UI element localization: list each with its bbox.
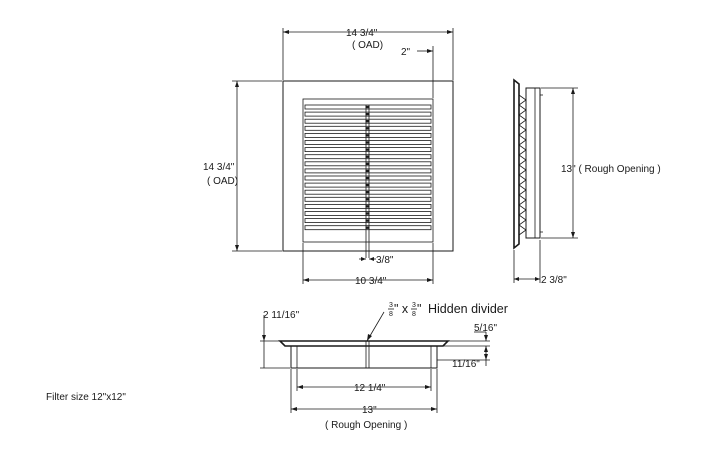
divider-close-quote: " — [417, 302, 421, 316]
dim-louver-width: 10 3/4" — [302, 243, 434, 287]
hidden-divider-callout: 3 8 " x 3 8 " Hidden divider — [366, 302, 508, 342]
section-rough-width-label: 13" — [362, 405, 377, 416]
dim-side-rough-opening: 13" ( Rough Opening ) — [541, 87, 661, 239]
section-body — [290, 345, 438, 369]
slat-divider-mark — [365, 169, 370, 173]
slat-divider-mark — [365, 112, 370, 116]
section-rough-note: ( Rough Opening ) — [325, 420, 407, 431]
dim-flange-depth: 11/16" — [437, 346, 490, 370]
section-flange — [278, 340, 450, 347]
side-depth-label: 2 3/8" — [541, 275, 567, 286]
front-outer-frame — [282, 80, 454, 252]
dim-section-rough-width: 13" ( Rough Opening ) — [290, 369, 438, 431]
divider-frac-den-1: 8 — [389, 311, 393, 318]
slat-divider-mark — [365, 191, 370, 194]
front-inner-border — [302, 98, 434, 243]
slat-divider-mark — [365, 134, 370, 137]
side-sleeve — [525, 87, 541, 239]
dim-center-bar: 3/8" — [359, 255, 394, 266]
front-view — [282, 80, 454, 258]
slat-divider-mark — [365, 155, 370, 158]
slat-divider-mark — [365, 176, 370, 180]
dim-border-width: 2" — [401, 46, 434, 98]
divider-frac-num-1: 3 — [389, 302, 393, 309]
flange-depth-label: 11/16" — [452, 359, 480, 370]
side-louvers — [518, 94, 527, 236]
slat-divider-mark — [365, 212, 370, 215]
overall-width-note: ( OAD) — [352, 40, 383, 51]
side-rough-opening-label: 13" ( Rough Opening ) — [561, 164, 661, 175]
slat-divider-mark — [365, 198, 370, 201]
slat-divider-mark — [365, 127, 370, 130]
dim-inner-width: 12 1/4" — [296, 369, 432, 394]
overall-height-label: 14 3/4" — [203, 162, 235, 173]
dim-side-depth: 2 3/8" — [513, 240, 567, 286]
overall-height-note: ( OAD) — [207, 176, 238, 187]
dim-overall-width: 14 3/4" ( OAD) — [282, 28, 454, 80]
side-flange — [513, 78, 520, 250]
filter-size-note: Filter size 12"x12" — [46, 392, 126, 403]
slat-divider-mark — [365, 141, 370, 144]
louver-slats — [304, 104, 432, 231]
slat-divider-mark — [365, 219, 370, 222]
slat-divider-mark — [365, 105, 370, 109]
louver-width-label: 10 3/4" — [355, 276, 387, 287]
dim-section-depth: 2 11/16" — [260, 310, 300, 369]
overall-width-label: 14 3/4" — [346, 28, 378, 39]
section-depth-label: 2 11/16" — [263, 310, 300, 321]
slat-divider-mark — [365, 162, 370, 165]
slat-divider-mark — [365, 120, 370, 123]
slat-divider-mark — [365, 226, 370, 229]
center-bar-label: 3/8" — [376, 255, 394, 266]
side-view — [513, 78, 543, 250]
slat-divider-mark — [365, 148, 370, 151]
divider-label: Hidden divider — [428, 302, 508, 316]
slat-divider-mark — [365, 183, 370, 187]
divider-frac-num-2: 3 — [412, 302, 416, 309]
section-view — [278, 340, 450, 369]
border-width-label: 2" — [401, 47, 411, 58]
divider-frac-den-2: 8 — [412, 311, 416, 318]
divider-x: " x — [394, 302, 409, 316]
dim-flange: 5/16" — [443, 323, 497, 347]
dim-overall-height: 14 3/4" ( OAD) — [203, 80, 282, 252]
inner-width-label: 12 1/4" — [354, 383, 386, 394]
flange-label: 5/16" — [474, 323, 497, 334]
slat-divider-mark — [365, 205, 370, 208]
